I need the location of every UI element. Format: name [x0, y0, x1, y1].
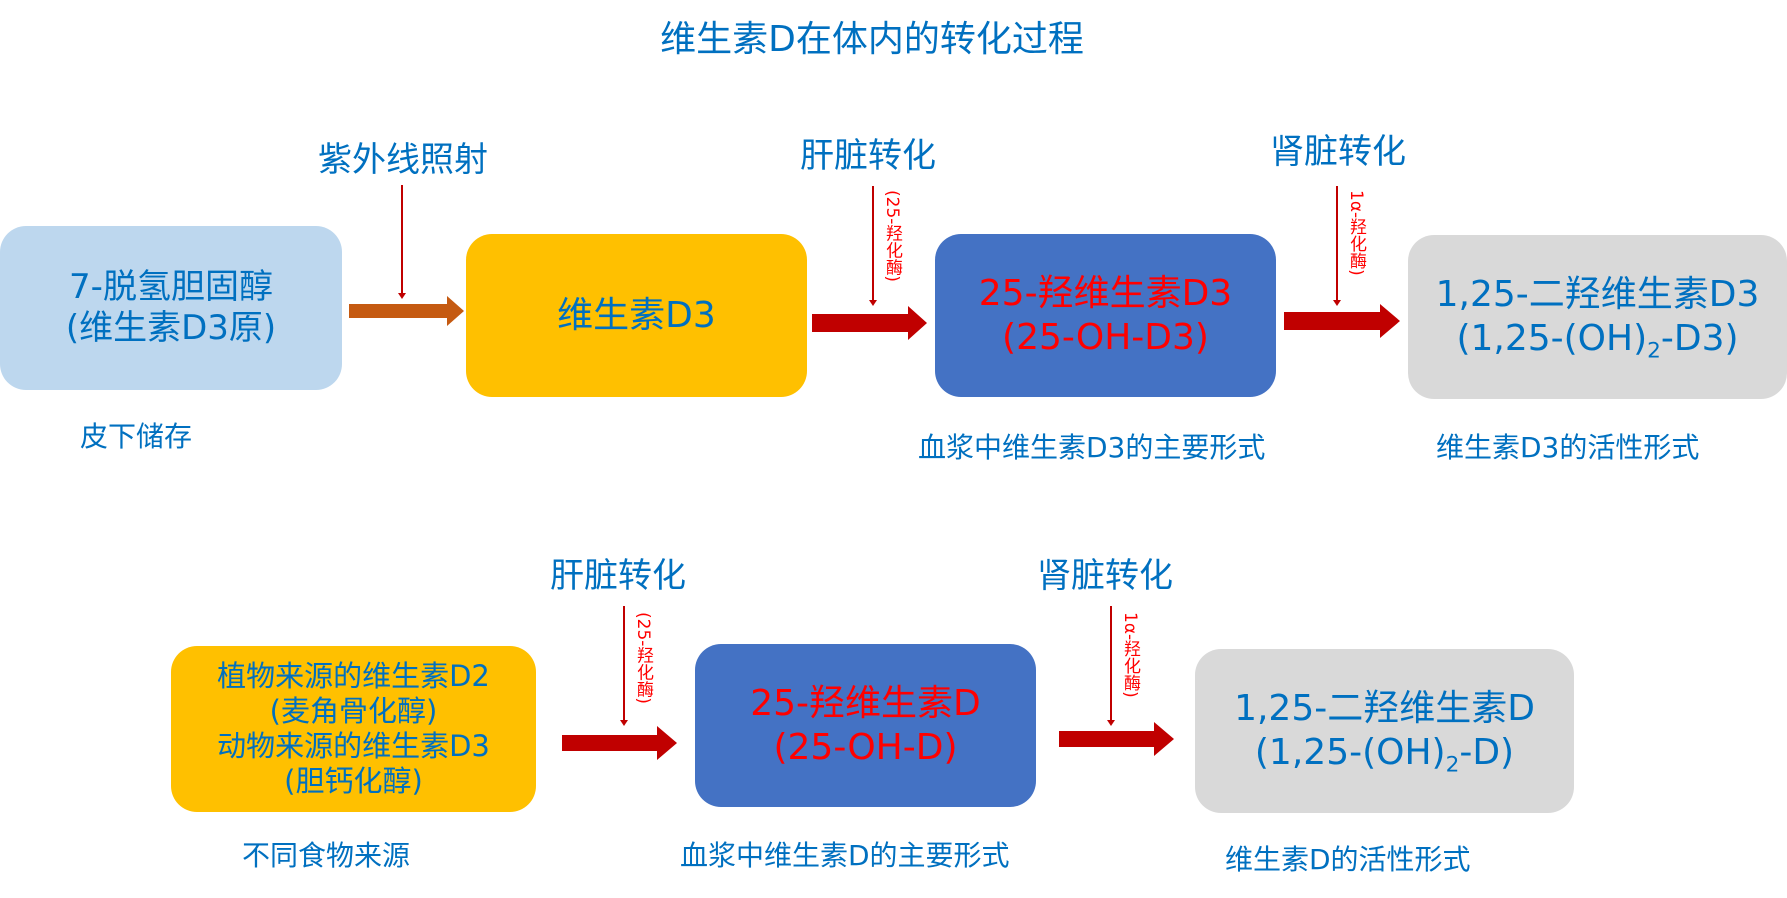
enzyme-label-25-hydroxylase-bottom: (25-羟化酶): [633, 612, 653, 705]
enzyme-label-1alpha-hydroxylase: 1α-羟化酶): [1346, 190, 1366, 276]
box-line: (胆钙化醇): [284, 763, 423, 798]
box-line: (麦角骨化醇): [269, 694, 438, 729]
box-line: (25-OH-D3): [1002, 316, 1209, 358]
caption-subcutaneous-storage: 皮下储存: [80, 420, 193, 453]
caption-active-form-d3: 维生素D3的活性形式: [1436, 431, 1700, 464]
kidney-indicator-line-bottom: [1107, 606, 1115, 726]
formula-subscript: 2: [1445, 752, 1460, 778]
formula-part: (1,25-(OH): [1254, 732, 1446, 773]
arrow-right-icon: [1284, 304, 1400, 338]
box-25-oh-d: 25-羟维生素D (25-OH-D): [695, 644, 1036, 807]
enzyme-label-25-hydroxylase: (25-羟化酶): [882, 190, 902, 283]
box-line: 25-羟维生素D: [750, 682, 981, 724]
liver-indicator-line-bottom: [620, 606, 628, 726]
box-line: 1,25-二羟维生素D3: [1435, 274, 1760, 316]
arrow-right-icon: [562, 726, 677, 760]
caption-plasma-main-form-d: 血浆中维生素D的主要形式: [680, 839, 1010, 872]
box-line: (25-OH-D): [773, 726, 958, 768]
box-vitamin-d3: 维生素D3: [466, 234, 807, 397]
step-label-uv: 紫外线照射: [318, 140, 488, 180]
arrow-shape: [812, 306, 927, 340]
box-25-oh-d3: 25-羟维生素D3 (25-OH-D3): [935, 234, 1276, 397]
arrow-right-icon: [812, 306, 927, 340]
arrow-shape: [1059, 722, 1174, 756]
step-label-kidney: 肾脏转化: [1270, 132, 1406, 172]
formula-part: -D3): [1660, 318, 1739, 359]
box-line: 1,25-二羟维生素D: [1234, 688, 1535, 730]
diagram-title: 维生素D在体内的转化过程: [660, 19, 1084, 60]
formula-part: -D): [1459, 732, 1515, 773]
arrow-shape: [1284, 304, 1400, 338]
enzyme-label-1alpha-hydroxylase-bottom: 1α-羟化酶): [1120, 612, 1140, 698]
step-label-kidney-bottom: 肾脏转化: [1037, 556, 1173, 596]
box-line: 植物来源的维生素D2: [217, 659, 490, 694]
box-line-formula: (1,25-(OH)2-D): [1254, 731, 1515, 778]
box-line: 7-脱氢胆固醇: [69, 266, 273, 307]
box-line: 25-羟维生素D3: [978, 272, 1233, 314]
arrow-right-icon: [349, 296, 464, 326]
arrow-shape: [349, 296, 464, 326]
box-7-dehydrocholesterol: 7-脱氢胆固醇 (维生素D3原): [0, 226, 342, 390]
box-line: 动物来源的维生素D3: [217, 729, 490, 763]
formula-subscript: 2: [1647, 338, 1661, 364]
box-line: (维生素D3原): [65, 308, 277, 348]
caption-plasma-main-form-d3: 血浆中维生素D3的主要形式: [918, 431, 1266, 464]
arrow-shape: [562, 726, 677, 760]
formula-part: (1,25-(OH): [1456, 318, 1648, 359]
caption-different-food-sources: 不同食物来源: [242, 839, 411, 872]
uv-indicator-line: [398, 185, 406, 299]
box-line: 维生素D3: [557, 294, 716, 336]
box-1-25-oh2-d: 1,25-二羟维生素D (1,25-(OH)2-D): [1195, 649, 1574, 813]
caption-active-form-d: 维生素D的活性形式: [1225, 843, 1471, 876]
box-food-sources: 植物来源的维生素D2 (麦角骨化醇) 动物来源的维生素D3 (胆钙化醇): [171, 646, 536, 812]
liver-indicator-line: [869, 186, 877, 306]
step-label-liver-bottom: 肝脏转化: [550, 556, 686, 596]
kidney-indicator-line: [1333, 186, 1341, 306]
arrow-right-icon: [1059, 722, 1174, 756]
box-1-25-oh2-d3: 1,25-二羟维生素D3 (1,25-(OH)2-D3): [1408, 235, 1787, 399]
step-label-liver: 肝脏转化: [800, 136, 936, 176]
box-line-formula: (1,25-(OH)2-D3): [1456, 317, 1739, 364]
